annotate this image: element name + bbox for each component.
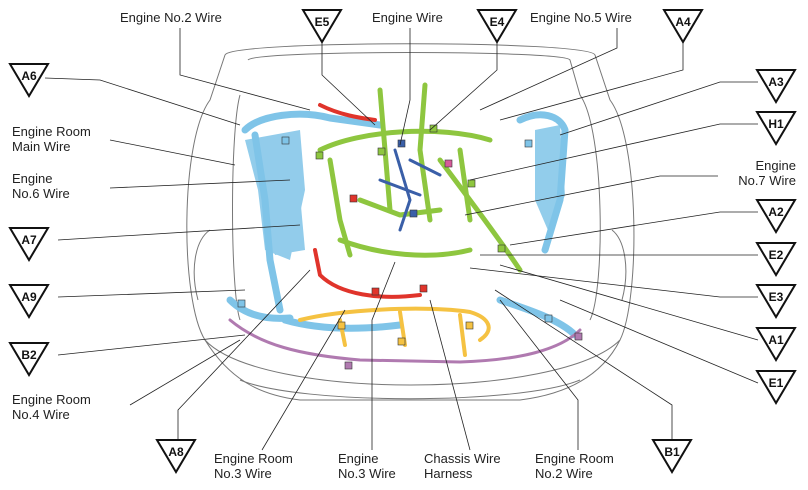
label-engine-room-no4-wire: Engine Room No.4 Wire [12, 392, 91, 422]
marker-a1 [755, 327, 797, 362]
label-engine-wire: Engine Wire [372, 10, 443, 25]
blue-fill-areas [245, 125, 565, 260]
marker-b2-label: B2 [21, 348, 37, 362]
marker-e4-label: E4 [490, 15, 505, 29]
marker-b1 [651, 439, 693, 474]
marker-a3-label: A3 [768, 75, 784, 89]
label-engine-no7-wire: Engine No.7 Wire [738, 158, 796, 188]
marker-a2 [755, 199, 797, 234]
label-engine-no6-wire: Engine No.6 Wire [12, 171, 70, 201]
marker-a6 [8, 63, 50, 98]
connectors [237, 124, 583, 370]
label-engine-room-no3-wire: Engine Room No.3 Wire [214, 451, 293, 481]
marker-labels: E5 E4 A4 A6 A3 H1 A7 A2 E2 A9 E3 B2 A1 E… [21, 15, 784, 459]
marker-b1-label: B1 [664, 445, 680, 459]
marker-e2 [755, 242, 797, 277]
marker-e5 [301, 9, 343, 44]
marker-h1 [755, 111, 797, 146]
marker-a2-label: A2 [768, 205, 784, 219]
leader-lines [44, 28, 759, 451]
marker-a8-label: A8 [168, 445, 184, 459]
marker-a7 [8, 227, 50, 262]
vehicle-outline [186, 43, 635, 401]
marker-h1-label: H1 [768, 117, 784, 131]
red-wiring [313, 103, 422, 299]
dark-blue-wiring [378, 148, 442, 232]
yellow-wiring [298, 306, 491, 357]
marker-e3 [755, 284, 797, 319]
label-chassis-wire-harness: Chassis Wire Harness [424, 451, 501, 481]
marker-a9-label: A9 [21, 290, 37, 304]
marker-a9 [8, 284, 50, 319]
label-engine-room-main-wire: Engine Room Main Wire [12, 124, 91, 154]
marker-e3-label: E3 [769, 290, 784, 304]
label-engine-no2-wire: Engine No.2 Wire [120, 10, 222, 25]
marker-e4 [476, 9, 518, 44]
marker-b2 [8, 342, 50, 377]
marker-e5-label: E5 [315, 15, 330, 29]
marker-a4 [662, 9, 704, 44]
label-engine-room-no2-wire: Engine Room No.2 Wire [535, 451, 614, 481]
marker-e2-label: E2 [769, 248, 784, 262]
label-engine-no3-wire: Engine No.3 Wire [338, 451, 396, 481]
marker-e1 [755, 370, 797, 405]
purple-wiring [228, 318, 582, 364]
marker-a8 [155, 439, 197, 474]
triangle-markers [8, 9, 797, 474]
marker-a6-label: A6 [21, 69, 37, 83]
marker-e1-label: E1 [769, 376, 784, 390]
label-engine-no5-wire: Engine No.5 Wire [530, 10, 632, 25]
green-wiring [317, 82, 523, 273]
marker-a4-label: A4 [675, 15, 691, 29]
marker-a7-label: A7 [21, 233, 37, 247]
marker-a1-label: A1 [768, 333, 784, 347]
marker-a3 [755, 69, 797, 104]
